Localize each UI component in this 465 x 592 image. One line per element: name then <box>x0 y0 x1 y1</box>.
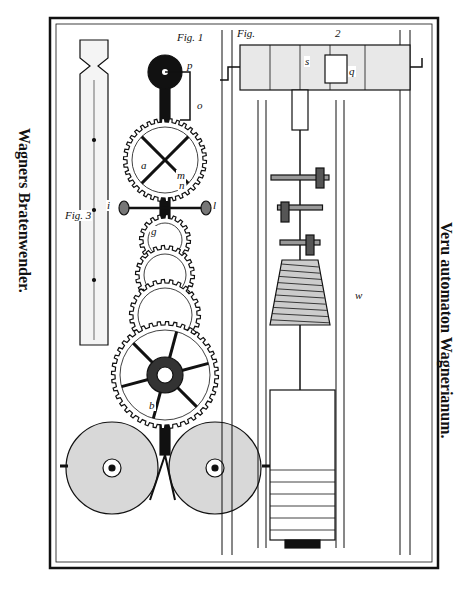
cone-groove <box>281 264 318 267</box>
hub <box>147 357 183 393</box>
drum-seam <box>270 45 365 90</box>
callout-label: p <box>186 60 194 71</box>
callout-label: l <box>212 200 217 211</box>
cone-groove <box>278 283 322 286</box>
caption: Veru automaton Wagnerianum. <box>438 222 454 438</box>
foot <box>285 540 320 548</box>
box-line <box>270 482 335 483</box>
fusee-cone <box>270 260 330 325</box>
fork <box>292 90 308 130</box>
hub-hole <box>157 367 173 383</box>
drum-hub <box>206 459 224 477</box>
box-line <box>270 530 335 531</box>
spit-drum <box>240 45 410 90</box>
cone-groove <box>274 301 325 304</box>
callout-label: g <box>150 226 158 237</box>
side-gears <box>271 168 329 275</box>
pinion <box>316 168 324 188</box>
cone-groove <box>271 320 329 323</box>
drum <box>169 422 261 514</box>
collar <box>325 55 347 83</box>
crank <box>220 58 422 80</box>
frame-post <box>222 30 410 555</box>
callout-label: a <box>140 160 148 171</box>
frame <box>50 18 438 568</box>
frame-inner <box>56 24 432 562</box>
gear-rim <box>132 127 198 193</box>
pinion <box>306 235 314 255</box>
fly-bar <box>125 207 205 210</box>
callout-label: w <box>354 290 363 301</box>
hole <box>93 279 96 282</box>
drum-hub <box>103 459 121 477</box>
gear-spoke <box>142 137 165 160</box>
gear-rim <box>120 330 210 420</box>
callout-label: n <box>178 180 186 191</box>
callout-label: Fig. 1 <box>176 32 204 43</box>
box-lines <box>270 470 335 530</box>
callout-label: Fig. 3 <box>64 210 92 221</box>
gear-wheel <box>112 322 219 429</box>
drum-pin <box>60 465 270 468</box>
hole <box>93 209 96 212</box>
cone-groove <box>272 314 328 317</box>
callout-label: s <box>304 56 310 67</box>
box-line <box>270 494 335 495</box>
cone-grooves <box>271 264 329 323</box>
callout-label: o <box>196 100 204 111</box>
box-line <box>270 470 335 471</box>
hole <box>93 139 96 142</box>
gear-wheel <box>124 119 207 202</box>
cone-groove <box>280 270 320 273</box>
cord <box>150 455 175 500</box>
cone-groove <box>273 307 327 310</box>
gear-spoke <box>165 137 188 160</box>
fly-weight <box>201 201 211 215</box>
cone-groove <box>276 295 325 298</box>
cone-groove <box>279 276 321 279</box>
callout-label: q <box>348 66 356 77</box>
callout-label: 2 <box>334 28 342 39</box>
callout-label: i <box>106 200 111 211</box>
drum-axle <box>212 465 218 471</box>
spit-strip <box>80 40 108 345</box>
drum-axle <box>109 465 115 471</box>
title: Wagners Bratenwender. <box>16 128 32 293</box>
pinion <box>281 202 289 222</box>
callout-label: Fig. <box>236 28 256 39</box>
box-line <box>270 518 335 519</box>
box-line <box>270 506 335 507</box>
cone-groove <box>277 289 324 292</box>
fly-weight <box>119 201 129 215</box>
callout-label: b <box>148 400 156 411</box>
weight-box <box>270 390 335 540</box>
drum <box>66 422 158 514</box>
crank-wire <box>165 72 190 120</box>
gear-train <box>112 119 219 429</box>
strip-line <box>94 80 95 340</box>
